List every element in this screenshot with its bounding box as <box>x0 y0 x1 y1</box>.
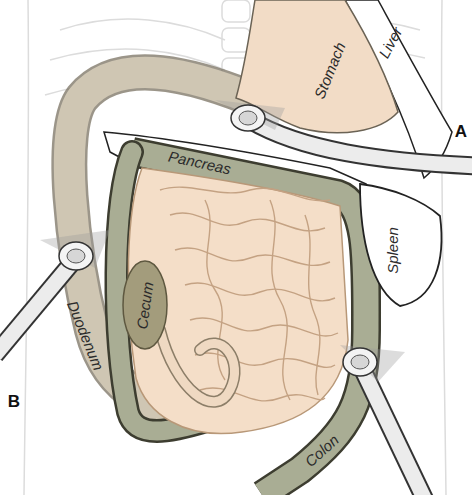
cecum-shape <box>123 261 167 349</box>
appendix-outline <box>160 330 235 402</box>
instrument-a <box>215 100 472 166</box>
organ-label: Spleen <box>385 227 400 274</box>
spleen-shape <box>360 184 441 306</box>
instrument-c <box>340 345 425 495</box>
appendix-tube <box>160 330 235 402</box>
port-label: B <box>8 393 20 410</box>
port-label: A <box>455 123 467 140</box>
intestine-loops <box>160 187 338 401</box>
